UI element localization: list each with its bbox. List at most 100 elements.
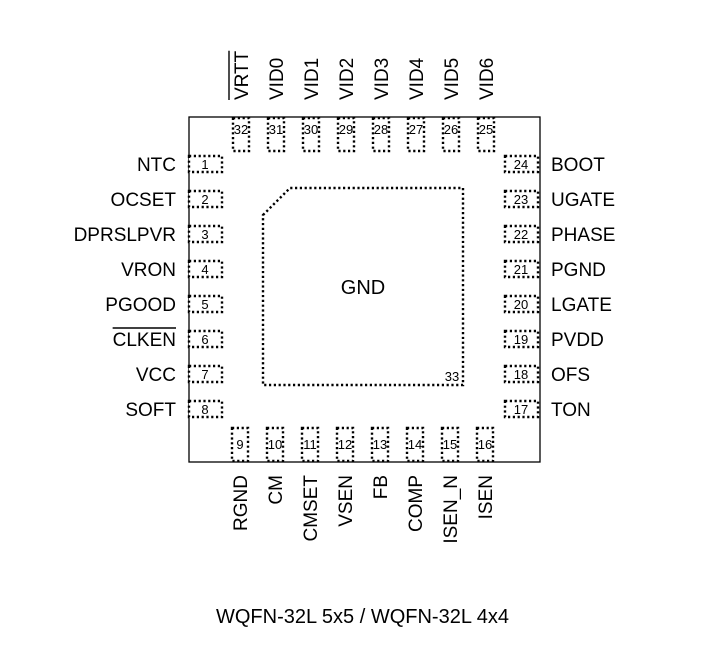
pin-label: VID2 xyxy=(337,58,358,100)
pin-number: 19 xyxy=(514,332,528,347)
pin-pad xyxy=(335,426,355,463)
pin-label: PVDD xyxy=(551,330,604,351)
pin-number: 15 xyxy=(443,437,457,452)
pin-label: ISEN_N xyxy=(441,475,462,544)
pin-pad xyxy=(405,426,425,463)
pin-number: 23 xyxy=(514,192,528,207)
pin-pad xyxy=(336,116,356,153)
pin-pad xyxy=(441,116,461,153)
pin-label: CLKEN xyxy=(113,330,176,351)
pin-label: VRTT xyxy=(232,50,253,100)
pin-number: 3 xyxy=(201,227,208,242)
pin-number: 10 xyxy=(268,437,282,452)
pin-label: OFS xyxy=(551,365,590,386)
pin-number: 1 xyxy=(201,157,208,172)
pin-vid3: 28 VID3 xyxy=(371,58,393,153)
pins: 1NTC2OCSET3DPRSLPVR4VRON5PGOOD6CLKEN7VCC… xyxy=(74,50,616,543)
pin-number: 22 xyxy=(514,227,528,242)
pin-pad xyxy=(440,426,460,463)
pin-number: 2 xyxy=(201,192,208,207)
pin-vrtt: 32 VRTT xyxy=(228,50,253,153)
pin-label: VID4 xyxy=(407,57,428,100)
pin-number: 25 xyxy=(479,122,493,137)
pin-vcc: 7 VCC xyxy=(136,364,224,386)
pin-pad xyxy=(503,224,540,244)
pin-number: 16 xyxy=(478,437,492,452)
pin-number: 17 xyxy=(514,402,528,417)
pin-number: 21 xyxy=(514,262,528,277)
pin-number: 24 xyxy=(514,157,528,172)
pin-label: VID5 xyxy=(442,58,463,100)
pin-label: TON xyxy=(551,400,591,421)
pin-label: DPRSLPVR xyxy=(74,225,176,246)
pin-number: 18 xyxy=(514,367,528,382)
pin-label: LGATE xyxy=(551,295,612,316)
pin-pad xyxy=(476,116,496,153)
pin-label: VRON xyxy=(121,260,176,281)
pin-pad xyxy=(187,189,224,209)
pin-label: RGND xyxy=(231,475,252,531)
pin-pad xyxy=(187,364,224,384)
pin-label: PHASE xyxy=(551,225,615,246)
pin-label: CM xyxy=(266,475,287,505)
pin-clken: 6 CLKEN xyxy=(112,327,224,351)
pin-number: 6 xyxy=(201,332,208,347)
pin-number: 9 xyxy=(236,437,243,452)
pin-pad xyxy=(187,294,224,314)
pin-number: 14 xyxy=(408,437,422,452)
pin-number: 13 xyxy=(373,437,387,452)
pin-pvdd: 19 PVDD xyxy=(503,329,604,351)
pin-number: 12 xyxy=(338,437,352,452)
pin-label: ISEN xyxy=(476,475,497,519)
pin-number: 31 xyxy=(269,122,283,137)
pin-label: CMSET xyxy=(301,475,322,542)
pin-number: 26 xyxy=(444,122,458,137)
pin-label: VSEN xyxy=(336,475,357,527)
pin-pad xyxy=(187,329,224,349)
pin-label: VID3 xyxy=(372,58,393,100)
pin-pad xyxy=(503,364,540,384)
pin-label: BOOT xyxy=(551,155,605,176)
pin-pad xyxy=(475,426,495,463)
pin-label: COMP xyxy=(406,475,427,532)
pin-vid5: 26 VID5 xyxy=(441,58,463,153)
pin-number: 32 xyxy=(234,122,248,137)
pin-ocset: 2 OCSET xyxy=(111,189,224,211)
pin-label: VID6 xyxy=(477,58,498,100)
pin-pad xyxy=(503,259,540,279)
pin-number: 28 xyxy=(374,122,388,137)
pin-label: VCC xyxy=(136,365,176,386)
pin-ofs: 18 OFS xyxy=(503,364,590,386)
pin-label: NTC xyxy=(137,155,176,176)
pin-pgood: 5 PGOOD xyxy=(105,294,224,316)
pin-pad xyxy=(187,259,224,279)
pin-pad xyxy=(301,116,321,153)
pin-pad xyxy=(265,426,285,463)
pin-number: 5 xyxy=(201,297,208,312)
pin-label: PGOOD xyxy=(105,295,176,316)
pin-pad xyxy=(503,154,540,174)
pin-ntc: 1 NTC xyxy=(137,154,224,176)
pin-dprslpvr: 3 DPRSLPVR xyxy=(74,224,224,246)
pin-label: OCSET xyxy=(111,190,177,211)
pin-pad xyxy=(503,294,540,314)
pin-pad xyxy=(503,189,540,209)
pin-pad xyxy=(371,116,391,153)
pin-pad xyxy=(503,399,540,419)
pin-pad xyxy=(230,426,250,463)
pin-boot: 24 BOOT xyxy=(503,154,605,176)
pin-number: 30 xyxy=(304,122,318,137)
pin-number: 7 xyxy=(201,367,208,382)
pin-pad xyxy=(187,154,224,174)
pin-label: SOFT xyxy=(125,400,176,421)
